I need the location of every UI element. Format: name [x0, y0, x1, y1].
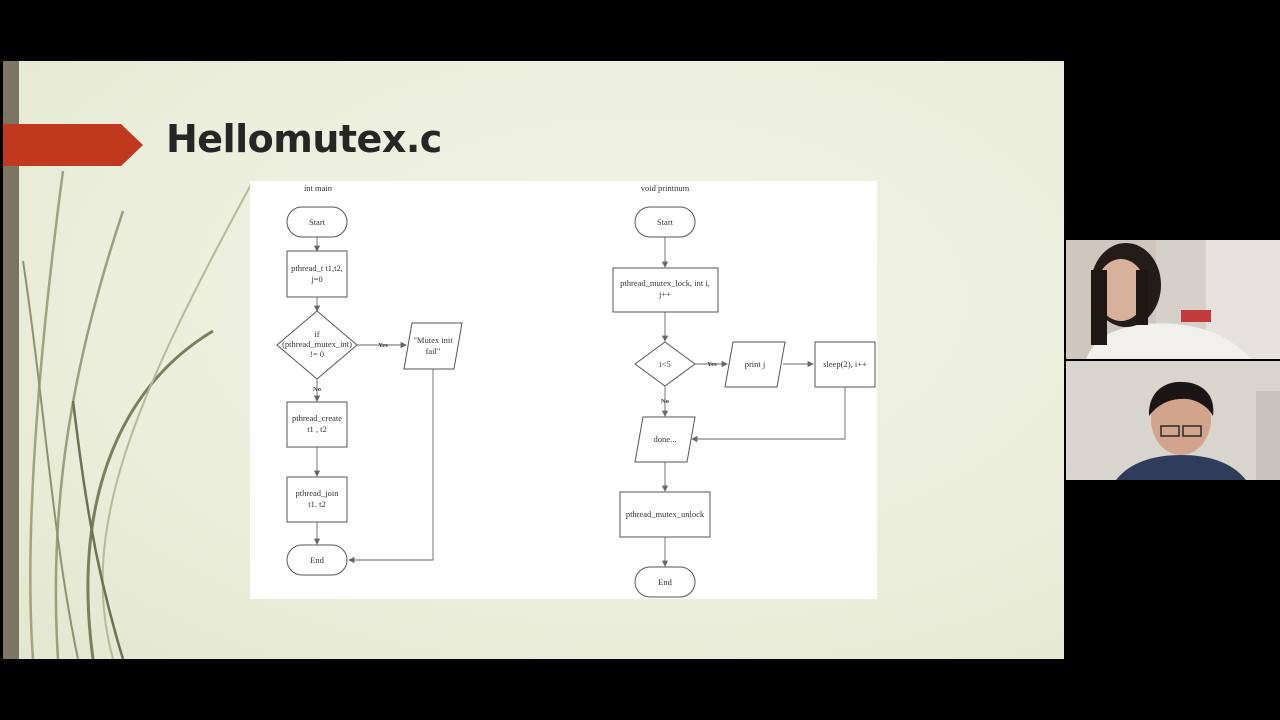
left-declare-label-2: j=0 [310, 274, 322, 284]
right-sleep-node [814, 341, 876, 388]
right-done-node [634, 416, 696, 463]
left-declare-label-1: pthread_t t1,t2, [291, 263, 343, 273]
right-no-label: No [661, 398, 669, 405]
right-sleep-label: sleep(2), i++ [823, 359, 867, 369]
participant-video-tile-2[interactable] [1066, 361, 1280, 480]
right-end-node [634, 566, 696, 598]
decorative-grass-lines [22, 170, 254, 659]
left-join-label-1: pthread_join [296, 488, 340, 498]
left-join-label-2: t1. t2 [308, 499, 325, 509]
right-unlock-label: pthread_mutex_unlock [626, 509, 705, 519]
title-arrow-shape [3, 124, 143, 166]
participant-video-tile-1[interactable] [1066, 240, 1280, 359]
left-create-node [286, 401, 348, 448]
left-end-label: End [310, 555, 324, 565]
right-done-label: done... [654, 434, 677, 444]
left-error-node [403, 322, 463, 370]
right-print-node [724, 341, 786, 388]
participant-2-video-frame [1066, 361, 1280, 480]
left-error-label-2: fail" [426, 346, 441, 356]
slide-title: Hellomutex.c [166, 117, 442, 161]
left-flow-heading: int main [304, 183, 333, 193]
left-join-node [286, 476, 348, 523]
left-error-label-1: "Mutex init [413, 335, 453, 345]
left-yes-label: Yes [378, 342, 388, 349]
left-decision-label-2: (pthread_mutex_int) [282, 339, 352, 349]
left-create-label-1: pthread_create [292, 413, 342, 423]
left-start-label: Start [309, 217, 326, 227]
participant-1-video-frame [1066, 240, 1280, 359]
right-end-label: End [658, 577, 672, 587]
right-flow-heading: void printnum [641, 183, 690, 193]
slide-side-strip [3, 61, 19, 659]
left-create-label-2: t1 , t2 [307, 424, 327, 434]
left-end-node [286, 544, 348, 576]
right-lock-node [612, 267, 719, 313]
left-declare-node [286, 250, 348, 298]
left-decision-label-3: != 0 [310, 349, 324, 359]
right-print-label: print j [745, 359, 766, 369]
right-unlock-node [619, 491, 711, 538]
left-no-label: No [313, 386, 321, 393]
left-decision-label-1: if [314, 329, 319, 339]
right-yes-label: Yes [707, 361, 717, 368]
right-start-label: Start [657, 217, 674, 227]
right-loop-decision-label: i<5 [659, 359, 670, 369]
presentation-slide: Hellomutex.c int main Start pthread_t t1… [3, 61, 1064, 659]
flowchart-diagram: int main Start pthread_t t1,t2, j=0 if (… [276, 183, 876, 598]
flowchart-panel: int main Start pthread_t t1,t2, j=0 if (… [250, 181, 877, 599]
right-lock-label-1: pthread_mutex_lock, int i, [620, 278, 710, 288]
right-lock-label-2: j++ [658, 289, 671, 299]
